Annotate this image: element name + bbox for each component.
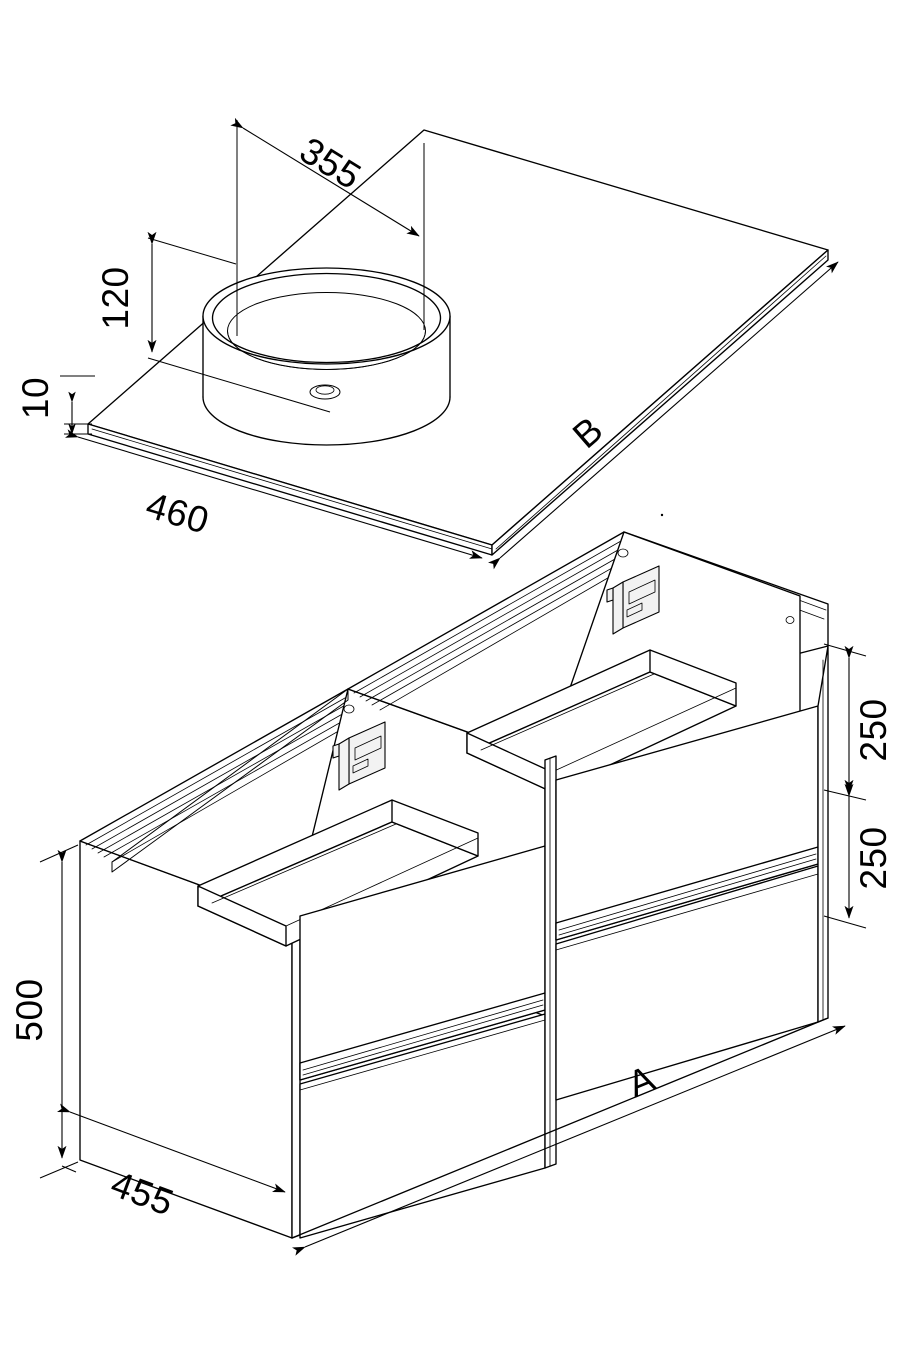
left-side-panel-thickness [291, 915, 301, 1239]
basin-drain-outer [309, 384, 341, 400]
left-drawer-back-wall [197, 885, 287, 947]
slide-bracket-body [612, 581, 624, 635]
ext-line-250l-bot [823, 915, 867, 929]
left-open-drawer-box [197, 799, 479, 947]
dim-line-455 [56, 1103, 286, 1193]
vessel-basin [202, 267, 451, 446]
slide-bracket-hole [626, 602, 643, 618]
dimension-500: 500 [9, 844, 79, 1179]
ext-line-120-bottom [147, 357, 331, 413]
right-lower-front-top-edge [555, 873, 819, 951]
basin-outer-rim [202, 267, 451, 365]
ext-line-500-top [39, 844, 79, 863]
construction-point [660, 513, 664, 517]
slide-bracket-slot [354, 735, 382, 761]
cam-fixing-hole-left [343, 704, 355, 714]
right-drawer-side-wall [649, 649, 737, 707]
dimension-250-lower: 250 [823, 783, 894, 929]
right-drawer-inner-crease [551, 687, 737, 773]
countertop-top-face [87, 129, 829, 546]
dim-line-460 [65, 429, 483, 559]
dim-label-250-lower: 250 [853, 826, 894, 889]
right-top-rail-profile-lines [353, 536, 645, 711]
drawer-slide-bracket [606, 565, 660, 635]
dim-label-355: 355 [293, 129, 368, 197]
cam-fixing-hole-right [617, 548, 629, 558]
dim-line-355 [230, 117, 420, 237]
dim-label-460: 460 [141, 484, 213, 541]
ext-line-120-top [147, 237, 237, 265]
right-open-drawer-box [466, 649, 737, 793]
left-drawer-bottom-crease [211, 823, 397, 904]
dim-label-500: 500 [9, 978, 50, 1041]
ext-line-455-left [61, 1165, 77, 1173]
slide-bracket-nose [606, 587, 614, 603]
slide-bracket-slot [628, 579, 656, 605]
dim-label-10: 10 [15, 377, 56, 419]
slide-bracket-nose [332, 743, 340, 759]
left-module [79, 688, 546, 1239]
right-drawer-bottom-crease [480, 673, 655, 751]
dim-label-120: 120 [95, 266, 136, 329]
slide-bracket-hole [352, 758, 369, 774]
right-module [291, 531, 829, 1239]
cam-fixing-hole-right-2 [785, 616, 795, 624]
left-drawer-side-wall [391, 799, 479, 857]
dimension-10: 10 [15, 375, 95, 435]
label-A: A [292, 1025, 846, 1256]
dim-label-250-upper: 250 [853, 698, 894, 761]
basin-rim-inner-edge [211, 272, 442, 364]
ext-line-250u-bot [823, 789, 867, 801]
dim-line-A [292, 1025, 846, 1256]
centre-divider-post [544, 755, 557, 1169]
slide-bracket-body [338, 737, 350, 791]
dimension-250-upper: 250 [823, 643, 894, 801]
drawer-cabinet-assembly: 500 455 A 250 250 [9, 513, 894, 1256]
basin-bowl-inner-wall [227, 330, 426, 370]
countertop-assembly: 355 120 10 460 B [15, 117, 839, 570]
ext-line-250u-top [823, 643, 867, 657]
drawer-slide-bracket [332, 721, 386, 791]
basin-drain-inner [315, 385, 335, 395]
dim-line-B [487, 261, 839, 570]
dimension-120: 120 [95, 231, 331, 413]
left-interior-side [111, 688, 349, 873]
